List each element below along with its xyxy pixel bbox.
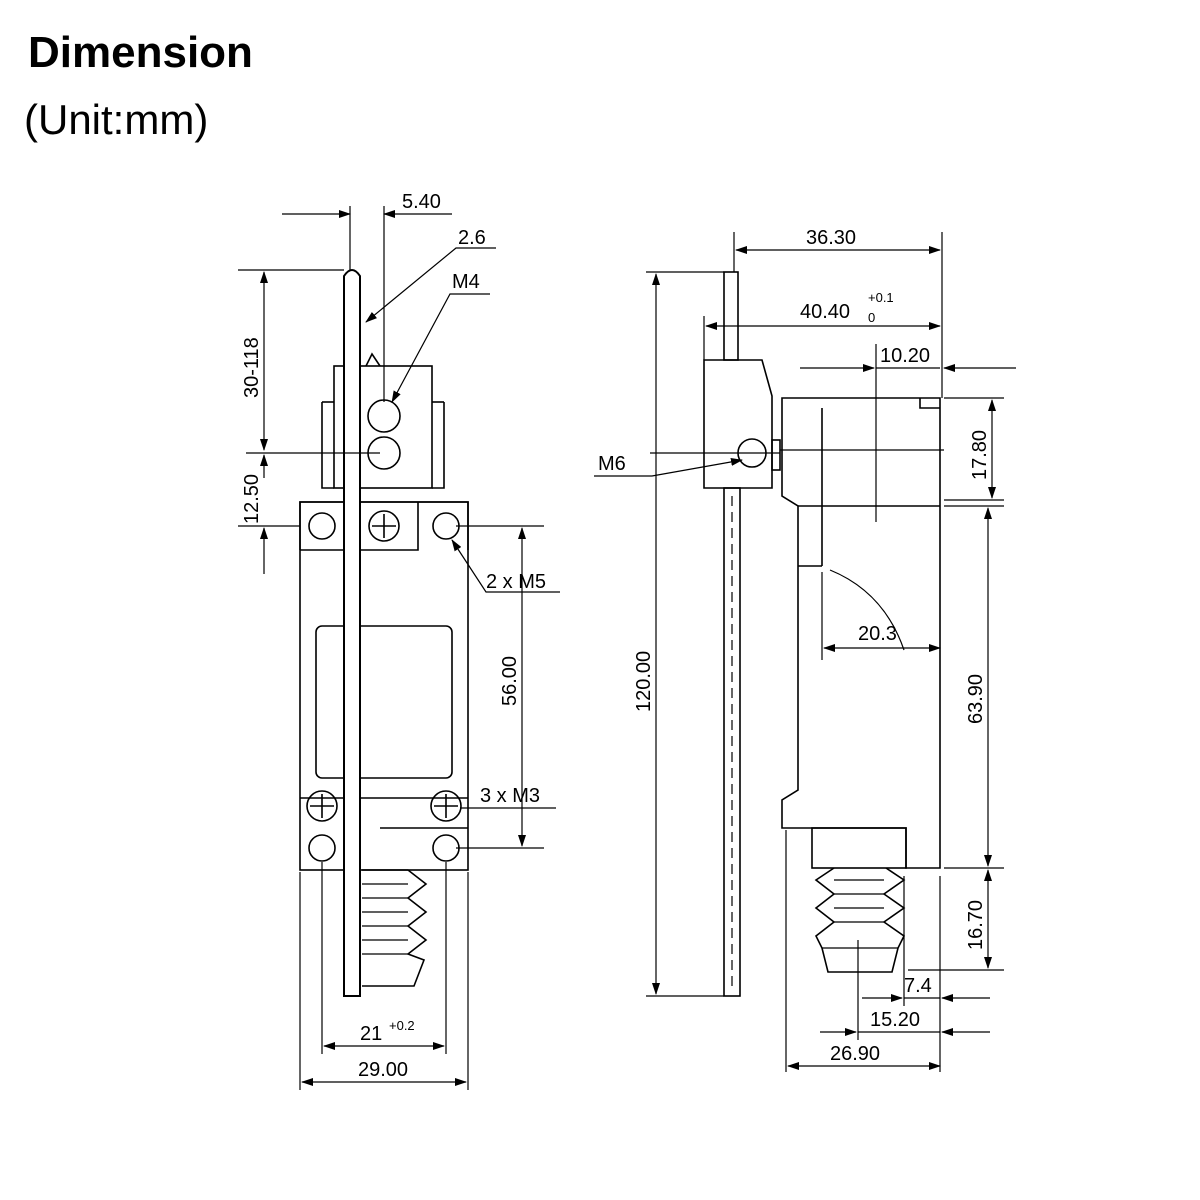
dim-120-00: 120.00: [633, 271, 724, 997]
dim-20-3-label: 20.3: [858, 623, 897, 645]
dim-21: 21 +0.2: [321, 862, 447, 1054]
front-head-block: [321, 352, 445, 489]
dim-12-50-label: 12.50: [241, 474, 263, 524]
dim-40-40-label: 40.40: [800, 301, 850, 323]
dim-40-40-tol-upper: +0.1: [868, 290, 894, 305]
dim-26-90: 26.90: [785, 830, 941, 1072]
dim-21-tolerance: +0.2: [389, 1018, 415, 1033]
dim-5-40-label: 5.40: [402, 191, 441, 213]
dim-20-3: 20.3: [823, 623, 941, 652]
m5-hole-right-icon: [432, 512, 460, 540]
m3-hole-right-icon: [432, 834, 460, 862]
side-body: [781, 344, 941, 869]
dim-56-00: 56.00: [456, 525, 544, 849]
dim-29-00-label: 29.00: [358, 1059, 408, 1081]
dim-56-00-label: 56.00: [499, 656, 521, 706]
dim-16-70: 16.70: [908, 869, 1004, 971]
front-view: 5.40 2.6 M4 30-118 12.50: [238, 191, 560, 1090]
dim-17-80-label: 17.80: [969, 430, 991, 480]
dim-17-80: 17.80: [780, 397, 1004, 501]
dim-63-90: 63.90: [944, 505, 1004, 869]
m3-hole-left-icon: [308, 834, 336, 862]
dim-15-20-label: 15.20: [870, 1009, 920, 1031]
front-bellows: [362, 869, 428, 987]
side-bellows: [811, 827, 907, 973]
label-m4-text: M4: [452, 271, 480, 293]
side-lever-rod: [723, 271, 741, 997]
screw-top-icon: [368, 510, 400, 542]
dim-10-20-label: 10.20: [880, 345, 930, 367]
dim-26-90-label: 26.90: [830, 1043, 880, 1065]
label-m6-text: M6: [598, 453, 626, 475]
dim-120-00-label: 120.00: [633, 651, 655, 712]
front-body: [299, 501, 469, 871]
label-3xm3: 3 x M3: [460, 785, 556, 809]
page-title: Dimension: [28, 28, 253, 77]
dim-30-118-label: 30-118: [241, 337, 263, 398]
m5-hole-left-icon: [308, 512, 336, 540]
dim-63-90-label: 63.90: [965, 674, 987, 724]
front-lever-rod: [343, 269, 361, 997]
unit-label: (Unit:mm): [24, 96, 209, 143]
label-2xm5: 2 x M5: [451, 539, 560, 593]
side-view: 36.30 40.40 +0.1 0 10.20 17.80: [594, 227, 1016, 1072]
dim-40-40: 40.40 +0.1 0: [703, 290, 941, 360]
dim-40-40-tol-lower: 0: [868, 310, 875, 325]
label-3xm3-text: 3 x M3: [480, 785, 540, 807]
screw-bottom-right-icon: [430, 790, 462, 822]
dim-2-6: 2.6: [365, 227, 496, 323]
dim-36-30: 36.30: [733, 227, 943, 398]
dim-12-50: 12.50: [238, 452, 380, 574]
m4-hole-icon: [367, 399, 401, 433]
label-2xm5-text: 2 x M5: [486, 571, 546, 593]
dim-7-4-label: 7.4: [904, 975, 932, 997]
dim-36-30-label: 36.30: [806, 227, 856, 249]
dim-7-4: 7.4: [862, 876, 990, 1072]
screw-bottom-left-icon: [306, 790, 338, 822]
dim-15-20: 15.20: [820, 940, 990, 1040]
dim-30-118: 30-118: [238, 269, 344, 451]
dim-21-label: 21: [360, 1023, 382, 1045]
label-m6: M6: [594, 452, 780, 477]
dim-2-6-label: 2.6: [458, 227, 486, 249]
label-m4: M4: [391, 271, 490, 403]
dim-16-70-label: 16.70: [965, 900, 987, 950]
side-head-block: [703, 359, 781, 489]
dim-10-20: 10.20: [800, 345, 1016, 372]
dim-29-00: 29.00: [299, 872, 469, 1090]
dim-5-40: 5.40: [282, 191, 452, 402]
